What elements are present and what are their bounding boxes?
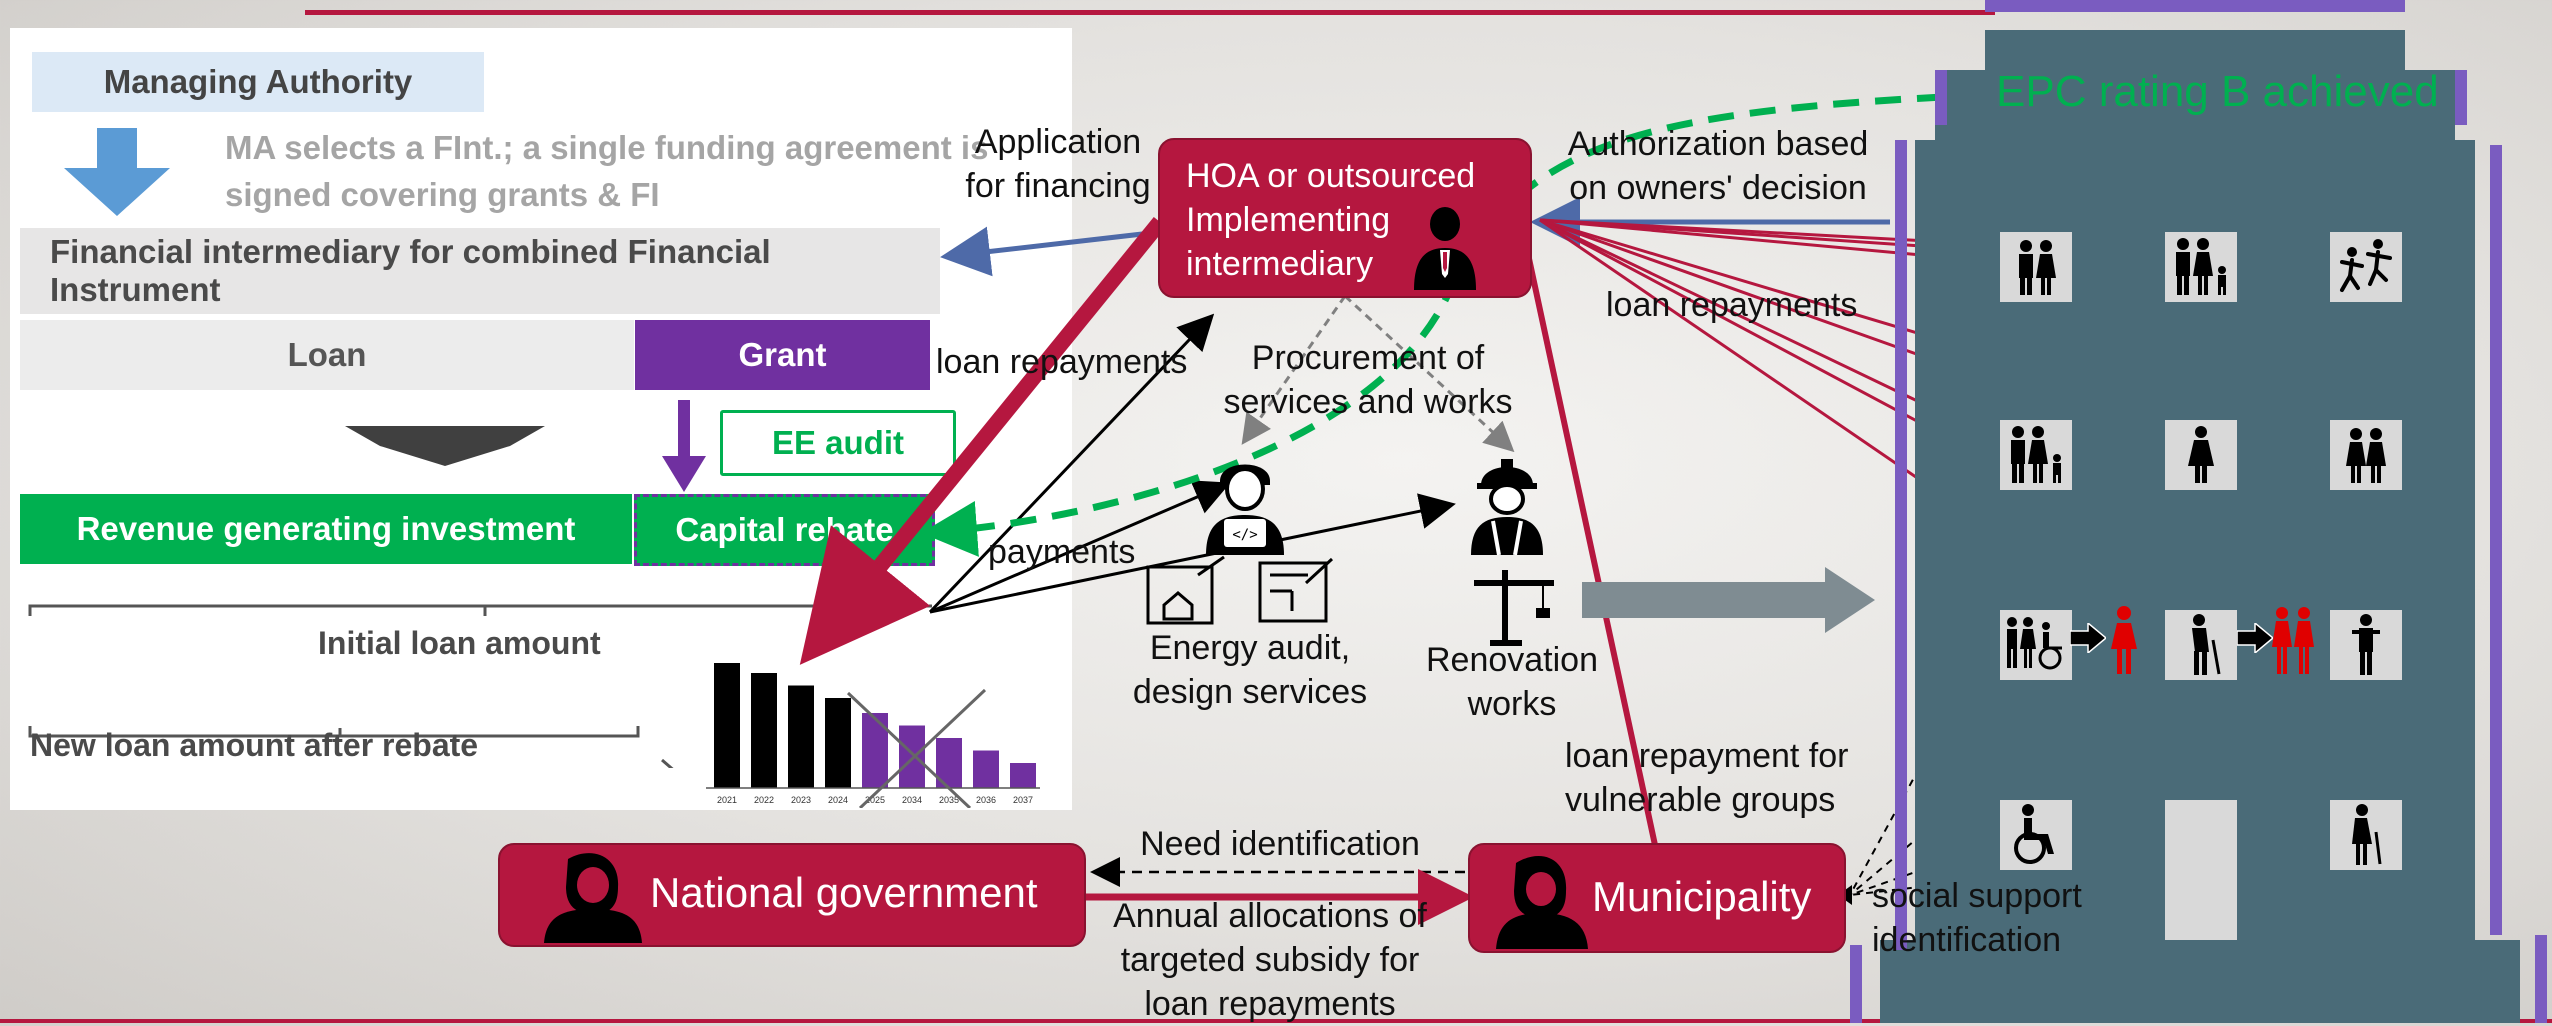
national-government-label: National government [650,869,1038,916]
financial-intermediary-box: Financial intermediary for combined Fina… [20,228,940,314]
apartment-couple-2 [2330,420,2402,490]
need-identification-label: Need identification [1140,825,1420,863]
minichart-bar-2024 [825,698,851,788]
elderly-woman-icon [2352,804,2382,865]
minichart-tick-2036: 2036 [976,795,996,805]
apartment-elderly [2165,610,2237,680]
ma-description: MA selects a FInt.; a single funding agr… [225,129,989,213]
purple-down-arrow-icon [662,400,706,492]
minichart-bar-2022 [751,673,777,788]
red-couple-icon [2272,607,2314,674]
elderly-icon [2192,614,2221,675]
couple-icon [2346,428,2386,483]
bottom-rule [0,1019,2552,1023]
minichart-bar-2034 [899,725,925,788]
minichart-tick-2022: 2022 [754,795,774,805]
ee-audit-box: EE audit [720,410,956,476]
down-arrow-icon [64,128,170,216]
apartment-children-1 [2330,232,2402,302]
loan-repayments-right-label: loan repayments [1606,286,1858,324]
wheelchair-icon [2014,804,2054,864]
woman-icon [2188,426,2214,483]
woman-official-icon [544,853,642,943]
new-loan-label: New loan amount after rebate [30,727,479,763]
crane-icon [1474,570,1554,646]
minichart-tick-2025: 2025 [865,795,885,805]
initial-loan-label: Initial loan amount [318,625,601,661]
annual-allocations-label: Annual allocations of targeted subsidy f… [1113,897,1427,1023]
minichart-tick-2024: 2024 [828,795,848,805]
minichart-tick-2034: 2034 [902,795,922,805]
apartment-family-1 [2165,232,2237,302]
worker-icon [1471,459,1543,555]
municipality-box: Municipality [1468,843,1846,953]
wheelchair-family-icon [2007,617,2062,670]
apartment-wheelchair [2000,800,2072,870]
family-icon [2011,426,2061,483]
authorization-label: Authorization based on owners' decision [1567,125,1869,207]
minichart-tick-2037: 2037 [1013,795,1033,805]
minichart-cross-line [858,688,987,808]
procurement-label: Procurement of services and works [1223,339,1513,421]
right-arrow-icon [2070,623,2106,653]
couple-icon [2019,240,2056,295]
minichart-bar-2021 [714,663,740,788]
renovation-label: Renovation works [1425,641,1598,723]
blueprint-icon [1146,555,1334,625]
businessman-icon [1414,207,1476,290]
apartment-woman-1 [2165,420,2237,490]
minichart-tick-2021: 2021 [717,795,737,805]
epc-rating-label: EPC rating B achieved [1996,67,2439,116]
woman-official-icon [1496,855,1588,949]
red-person-icon [2111,606,2137,674]
apartment-building [1850,0,2547,1023]
loan-amortization-minichart: 2021 2022 2023 2024 2025 2034 2035 2036 2037 [706,663,1040,808]
loan-repayments-left-label: loan repayments [936,343,1188,381]
minichart-tick-2023: 2023 [791,795,811,805]
loan-box: Loan [20,320,634,390]
minichart-bar-2036 [973,750,999,788]
hoa-label: HOA or outsourced Implementing intermedi… [1186,157,1476,283]
vulnerable-label: loan repayment for vulnerable groups [1565,737,1849,819]
gray-down-arrow-icon [345,426,545,466]
minichart-cross-line [846,691,972,808]
minichart-tick-2035: 2035 [939,795,959,805]
children-icon [2340,239,2392,292]
svg-text:</>: </> [1232,527,1257,543]
apartment-person [2330,610,2402,680]
apartment-family-2 [2000,420,2072,490]
top-rule [305,10,1995,15]
financing-panel: Managing Authority MA selects a FInt.; a… [10,28,1072,810]
person-icon [2352,614,2380,675]
revenue-investment-box: Revenue generating investment [20,494,632,564]
professional-icon: </> [1206,464,1284,555]
national-government-box: National government [498,843,1086,947]
energy-audit-label: Energy audit, design services [1132,629,1368,711]
minichart-bar-2037 [1010,763,1036,788]
social-support-label: social support identification [1872,877,2082,959]
loan-bracket-lines [28,604,932,768]
apartment-vulnerable-family [2000,610,2072,680]
apartment-couple-1 [2000,232,2072,302]
grant-box: Grant [635,320,930,390]
minichart-bar-2023 [788,685,814,788]
payments-label: payments [988,533,1136,571]
municipality-label: Municipality [1592,873,1812,920]
managing-authority-box: Managing Authority [32,52,484,112]
family-icon [2176,238,2226,295]
apartment-elderly-woman [2330,800,2402,870]
right-arrow-icon [2237,623,2273,653]
application-label: Application for financing [965,123,1151,205]
hoa-box: HOA or outsourced Implementing intermedi… [1158,138,1532,298]
